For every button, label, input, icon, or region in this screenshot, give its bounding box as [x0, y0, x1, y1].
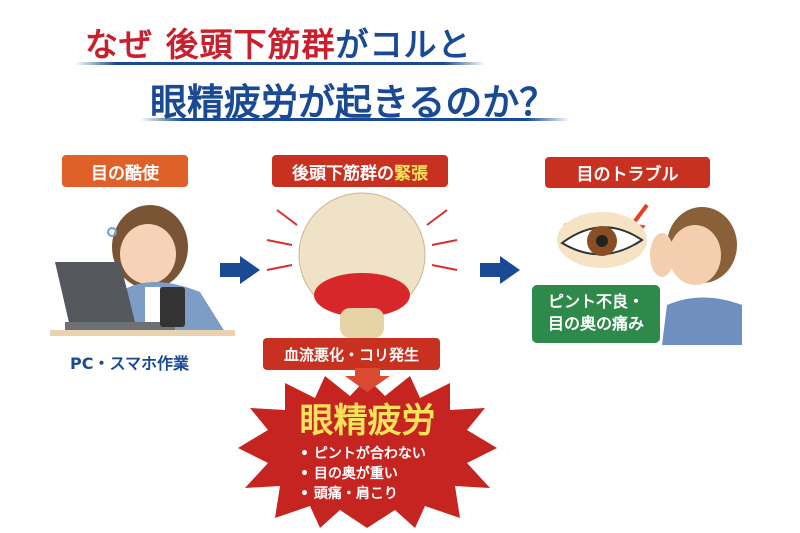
- label-text: 後頭下筋群の: [292, 163, 394, 184]
- arrow-right-icon: [480, 256, 520, 284]
- divider: [140, 118, 570, 121]
- divider: [75, 62, 485, 65]
- woman-using-laptop-illustration: [50, 205, 235, 336]
- skull-muscle-illustration: [266, 192, 458, 338]
- step-label-muscle-tension: 後頭下筋群の緊張: [272, 155, 448, 187]
- title-line-2: 眼精疲労が起きるのか？: [150, 81, 557, 124]
- step-label-eye-trouble: 目のトラブル: [545, 157, 710, 188]
- title-red: なぜ 後頭下筋群: [85, 25, 336, 64]
- callout-line: 目の奥の痛み: [547, 314, 644, 333]
- label-highlight: 緊張: [394, 163, 428, 184]
- title-line-1: なぜ 後頭下筋群がコルと: [85, 18, 472, 66]
- eye-and-man-illustration: [557, 203, 742, 345]
- callout-line: ピント不良・: [547, 292, 644, 311]
- bullet-item: • ピントが合わない: [300, 446, 426, 462]
- callout-eye-pain: ピント不良・ 目の奥の痛み: [532, 285, 660, 343]
- result-bullets: • ピントが合わない • 目の奥が重い • 頭痛・肩こり: [300, 444, 426, 504]
- step-label-eye-overuse: 目の酷使: [62, 155, 188, 187]
- banner-blood-flow: 血流悪化・コリ発生: [263, 338, 440, 370]
- bullet-item: • 頭痛・肩こり: [300, 486, 398, 502]
- bullet-item: • 目の奥が重い: [300, 466, 398, 482]
- arrow-right-icon: [220, 256, 260, 284]
- title-blue: がコルと: [335, 25, 472, 64]
- result-title: 眼精疲労: [299, 401, 436, 441]
- eye-strain-burst: [238, 368, 497, 528]
- step-caption: PC・スマホ作業: [70, 354, 189, 373]
